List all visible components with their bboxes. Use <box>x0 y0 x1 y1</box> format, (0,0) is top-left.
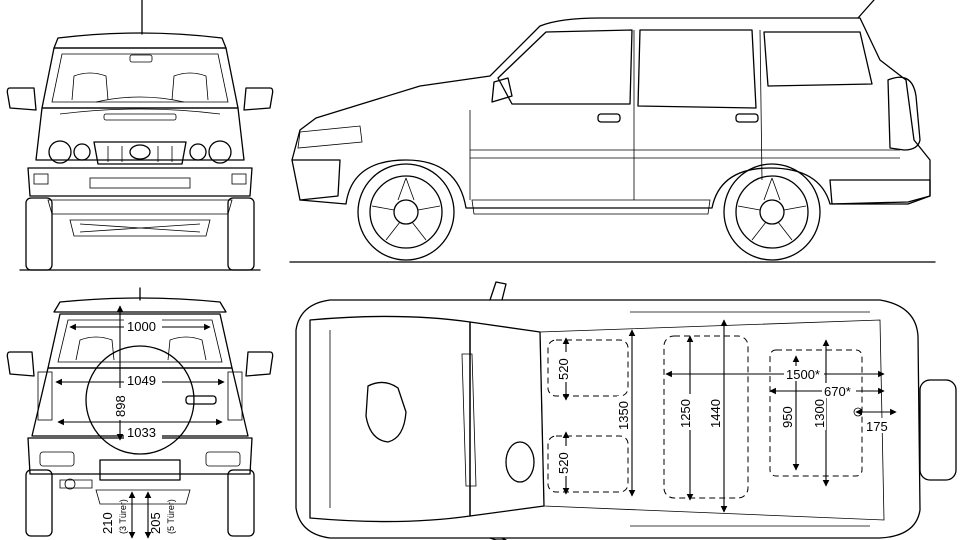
front-view <box>6 0 274 271</box>
dim-clearance-5door: 205 <box>148 512 163 534</box>
rear-right-reflector <box>205 451 241 467</box>
front-right-headlight <box>208 140 232 164</box>
top-bonnet <box>309 315 471 523</box>
dim-width-low: 1033 <box>127 425 156 440</box>
rear-left-wheel <box>25 469 53 537</box>
top-bonnet-scoop <box>365 381 407 443</box>
dim-seat-width-front: 520 <box>556 358 571 380</box>
front-bonnet <box>35 107 245 161</box>
dim-cabin-mid-width-a: 1250 <box>678 399 693 428</box>
top-body-outline <box>295 299 921 539</box>
rear-tailgate <box>31 367 249 437</box>
front-bumper <box>27 167 253 197</box>
front-right-wheel <box>227 197 255 271</box>
rear-spare-wheel <box>85 345 195 455</box>
dim-rear-overhang: 175 <box>866 419 888 434</box>
front-left-headlight <box>48 140 72 164</box>
dim-cabin-mid-width-b: 1440 <box>708 399 723 428</box>
side-view <box>289 0 936 263</box>
side-body-outline <box>291 17 931 209</box>
rear-right-mirror <box>245 351 274 377</box>
side-rear-door-window <box>637 29 757 109</box>
front-door-handle <box>597 113 621 123</box>
front-left-wheel <box>25 197 53 271</box>
top-rear-bench <box>663 335 749 499</box>
front-right-mirror <box>243 87 274 111</box>
top-left-mirror <box>489 281 507 301</box>
dim-clearance-3door-note: (3 Türer) <box>118 499 128 534</box>
dim-seat-width-rear: 520 <box>556 452 571 474</box>
dim-width-mid: 1049 <box>127 373 156 388</box>
rear-roof <box>53 297 227 313</box>
dim-width-top: 1000 <box>127 319 156 334</box>
front-windscreen <box>41 47 239 109</box>
rear-view-mirror <box>129 54 153 63</box>
rear-door-handle <box>735 113 759 123</box>
rear-bumper <box>27 437 253 475</box>
top-cargo-area <box>769 349 863 477</box>
front-left-mirror <box>6 87 37 111</box>
top-steering-wheel <box>505 441 535 483</box>
dim-height-cargo: 898 <box>113 395 128 417</box>
rear-view: 1000 1049 1033 898 210 (3 Türer) 205 (5 … <box>6 287 274 539</box>
top-front-left-seat <box>547 339 629 397</box>
side-rear-wheel <box>723 163 821 261</box>
rear-left-reflector <box>39 451 75 467</box>
top-view: 520 520 1350 1250 1440 950 1300 1500* 67… <box>295 281 957 540</box>
side-front-wheel <box>357 163 455 261</box>
top-windscreen <box>469 321 545 517</box>
side-mirror <box>491 77 513 103</box>
side-cargo-window <box>763 31 873 87</box>
dim-cargo-length-short: 670* <box>824 384 851 399</box>
rear-left-mirror <box>6 351 35 377</box>
front-badge <box>129 144 151 160</box>
dim-cargo-width-a: 950 <box>780 406 795 428</box>
rear-right-wheel <box>227 469 255 537</box>
side-spare-wheel <box>887 76 921 151</box>
front-grille <box>93 141 187 165</box>
dim-cargo-width-b: 1300 <box>812 399 827 428</box>
dim-clearance-3door: 210 <box>100 512 115 534</box>
dim-cabin-front-width: 1350 <box>616 401 631 430</box>
side-front-window <box>497 29 633 105</box>
tailgate-handle <box>185 395 217 405</box>
dim-clearance-5door-note: (5 Türer) <box>166 499 176 534</box>
top-front-right-seat <box>547 435 629 493</box>
rear-license-plate <box>99 459 181 481</box>
top-spare-wheel <box>919 379 957 481</box>
front-roof <box>53 32 227 49</box>
dim-cargo-length: 1500* <box>786 367 820 382</box>
